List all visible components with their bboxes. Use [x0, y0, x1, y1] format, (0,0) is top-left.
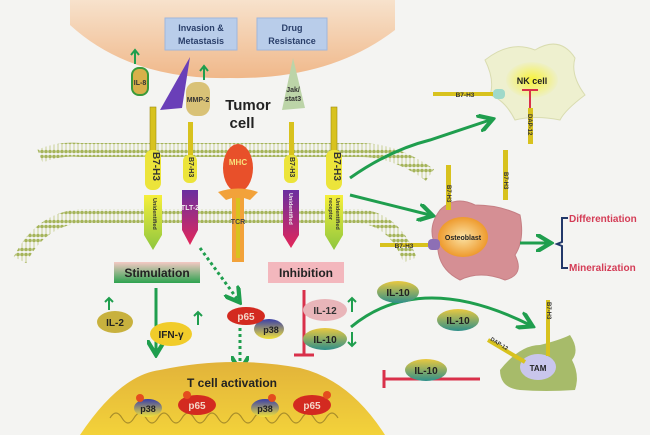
jak-stat3-arrow — [282, 58, 305, 110]
p65-p38-complex: p38 p65 — [227, 307, 284, 339]
inhibition-bar — [522, 89, 538, 108]
b7h3-receptor-4: B7-H3 Unidentified receptor — [325, 106, 343, 250]
svg-text:TAM: TAM — [530, 364, 547, 373]
to-nk-arrow — [349, 120, 490, 180]
svg-text:B7-H3: B7-H3 — [187, 157, 194, 177]
ifn-gamma-molecule: IFN-γ — [150, 310, 203, 346]
cell-membrane-upper — [37, 142, 435, 181]
up-arrow-icon — [130, 48, 140, 64]
invasion-metastasis-box: Invasion & Metastasis — [164, 17, 238, 51]
up-arrow-icon — [199, 64, 209, 80]
svg-text:DAP-12: DAP-12 — [526, 114, 532, 136]
svg-text:IL-10: IL-10 — [446, 316, 470, 327]
svg-text:B7-H3: B7-H3 — [395, 243, 414, 250]
il10-to-tam-arrow — [350, 296, 530, 327]
svg-text:cell: cell — [229, 115, 254, 132]
svg-text:T cell activation: T cell activation — [187, 376, 277, 390]
svg-text:Jak/: Jak/ — [286, 87, 300, 94]
cell-membrane-lower — [13, 209, 417, 264]
phosphate-icon — [183, 391, 191, 399]
svg-text:IL-2: IL-2 — [106, 318, 124, 329]
tumor-cell-label: Tumor — [225, 97, 271, 114]
svg-text:IL-10: IL-10 — [386, 288, 410, 299]
up-arrow-icon — [347, 296, 357, 312]
svg-text:Unidentified: Unidentified — [287, 193, 293, 225]
svg-text:B7-H3: B7-H3 — [331, 152, 342, 181]
tlt2-signal-dotted-arrow — [198, 247, 238, 300]
svg-text:Inhibition: Inhibition — [279, 266, 333, 280]
tam-cell: TAM B7-H3 DAP-12 — [486, 300, 577, 391]
svg-text:IL-10: IL-10 — [414, 366, 438, 377]
phosphate-icon — [323, 391, 331, 399]
il8-molecule: IL-8 — [130, 48, 149, 96]
svg-text:Metastasis: Metastasis — [178, 36, 224, 46]
svg-text:p38: p38 — [140, 404, 156, 414]
phosphate-icon — [136, 394, 144, 402]
svg-text:p38: p38 — [263, 325, 279, 335]
down-arrow-icon — [347, 332, 357, 348]
to-osteoblast-arrow — [349, 193, 430, 215]
invasion-signal-arrow — [160, 57, 190, 110]
t-cell-nucleus: T cell activation p38 p65 p38 p65 — [80, 361, 385, 435]
svg-text:IFN-γ: IFN-γ — [159, 330, 184, 341]
svg-text:NK cell: NK cell — [517, 76, 548, 86]
up-arrow-icon — [104, 296, 114, 310]
stimulation-box: Stimulation — [114, 262, 200, 283]
svg-text:B7-H3: B7-H3 — [545, 302, 551, 320]
svg-text:receptor: receptor — [327, 198, 333, 221]
svg-text:Resistance: Resistance — [268, 36, 316, 46]
svg-text:MHC: MHC — [229, 158, 247, 167]
svg-text:p65: p65 — [237, 312, 255, 323]
svg-text:IL-12: IL-12 — [313, 306, 337, 317]
svg-text:stat3: stat3 — [285, 96, 301, 103]
svg-text:B7-H3: B7-H3 — [445, 185, 451, 203]
il10-molecule: IL-10 — [303, 328, 357, 350]
svg-text:B7-H3: B7-H3 — [288, 157, 295, 177]
il10-molecule: IL-10 — [437, 309, 479, 331]
differentiation-label: Differentiation — [569, 214, 637, 225]
drug-resistance-box: Drug Resistance — [256, 17, 328, 51]
mmp2-molecule: MMP-2 — [186, 64, 210, 116]
up-arrow-icon — [193, 310, 203, 325]
svg-text:B7-H3: B7-H3 — [456, 92, 475, 99]
svg-text:MMP-2: MMP-2 — [187, 97, 210, 104]
svg-text:Stimulation: Stimulation — [124, 266, 189, 280]
svg-text:Unidentified: Unidentified — [334, 198, 340, 230]
svg-text:TCR: TCR — [231, 219, 245, 226]
mineralization-label: Mineralization — [569, 263, 636, 274]
phosphate-icon — [268, 394, 276, 402]
svg-text:p38: p38 — [257, 404, 273, 414]
svg-text:TLT-2: TLT-2 — [181, 205, 199, 212]
dna-strand — [109, 412, 339, 424]
svg-text:Invasion &: Invasion & — [178, 23, 224, 33]
svg-text:B7-H3: B7-H3 — [150, 152, 161, 181]
svg-text:p65: p65 — [303, 401, 321, 412]
svg-text:IL-10: IL-10 — [313, 335, 337, 346]
b7h3-tlt2-receptor: B7-H3 TLT-2 — [181, 122, 199, 245]
svg-text:Osteoblast: Osteoblast — [445, 235, 482, 242]
b7h3-receptor-1: B7-H3 Unidentified — [144, 106, 162, 250]
il10-molecule: IL-10 — [377, 281, 419, 303]
svg-text:p65: p65 — [188, 401, 206, 412]
il12-molecule: IL-12 — [303, 296, 357, 321]
svg-text:Unidentified: Unidentified — [151, 198, 157, 230]
svg-text:B7-H3: B7-H3 — [502, 172, 508, 190]
outcome-bracket — [554, 217, 568, 269]
inhibition-bar — [294, 290, 314, 357]
inhibition-box: Inhibition — [268, 262, 344, 283]
il2-molecule: IL-2 — [97, 296, 133, 333]
b7h3-receptor-3: B7-H3 Unidentified — [283, 122, 299, 248]
nk-cell: NK cell B7-H3 DAP-12 — [433, 43, 586, 144]
svg-text:IL-8: IL-8 — [134, 80, 147, 87]
osteoblast: Osteoblast B7-H3 B7-H3 B7-H3 — [380, 150, 523, 281]
mhc-tcr-complex: MHC TCR — [218, 144, 258, 262]
il10-molecule: IL-10 — [405, 359, 447, 381]
svg-text:Drug: Drug — [282, 23, 303, 33]
